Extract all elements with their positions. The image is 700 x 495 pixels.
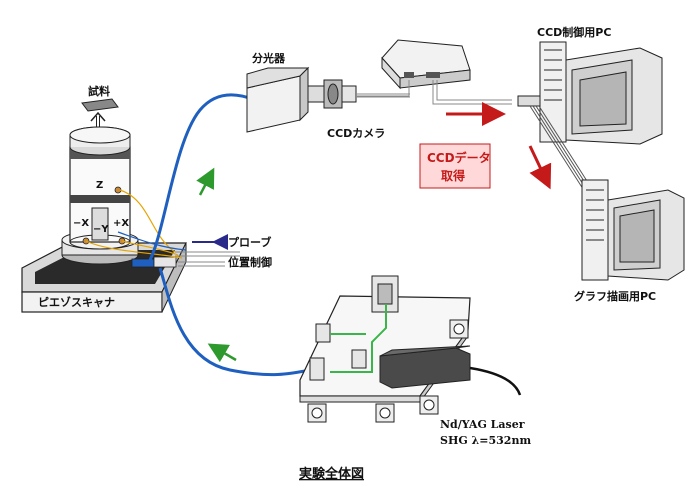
sample: 試料 xyxy=(81,84,119,132)
fiber-from-laser xyxy=(158,267,311,377)
probe-label: プローブ xyxy=(228,235,271,249)
position-control-label: 位置制御 xyxy=(228,255,272,269)
ribbon-cable xyxy=(529,105,595,193)
red-arrow-to-graph-pc xyxy=(528,145,552,190)
ccd-data-line2: 取得 xyxy=(441,168,465,183)
spectrometer-label: 分光器 xyxy=(252,51,286,65)
laser-label-line1: Nd/YAG Laser xyxy=(440,418,525,431)
laser-beam xyxy=(330,304,387,373)
laser-optical-table xyxy=(299,275,522,423)
axis-minus-x-label: −X xyxy=(73,218,89,229)
ccd-camera: CCDカメラ xyxy=(307,79,385,140)
graph-pc-label: グラフ描画用PC xyxy=(574,289,656,303)
graph-pc: グラフ描画用PC xyxy=(574,179,685,303)
ccd-pc-label: CCD制御用PC xyxy=(537,25,611,39)
axis-minus-y-label: −Y xyxy=(93,224,109,235)
laser-label-line2: SHG λ=532nm xyxy=(440,434,531,447)
ccd-data-line1: CCDデータ xyxy=(427,150,491,165)
axis-plus-x-label: +X xyxy=(113,218,129,229)
ccd-data-box: CCDデータ 取得 xyxy=(419,143,491,189)
green-arrow-up xyxy=(196,167,215,196)
sample-label: 試料 xyxy=(88,84,110,98)
ccd-control-pc: CCD制御用PC xyxy=(517,25,663,145)
axis-z-label: Z xyxy=(96,180,103,191)
green-arrow-left xyxy=(207,343,237,363)
fiber-to-spectrometer xyxy=(148,93,256,261)
diagram-title: 実験全体図 xyxy=(299,466,364,482)
ccd-controller-box xyxy=(356,39,512,105)
piezo-scanner-label: ピエゾスキャナ xyxy=(38,295,115,309)
spectrometer: 分光器 xyxy=(246,51,310,133)
control-cables: プローブ 位置制御 xyxy=(175,234,272,269)
ccd-camera-label: CCDカメラ xyxy=(327,127,385,140)
